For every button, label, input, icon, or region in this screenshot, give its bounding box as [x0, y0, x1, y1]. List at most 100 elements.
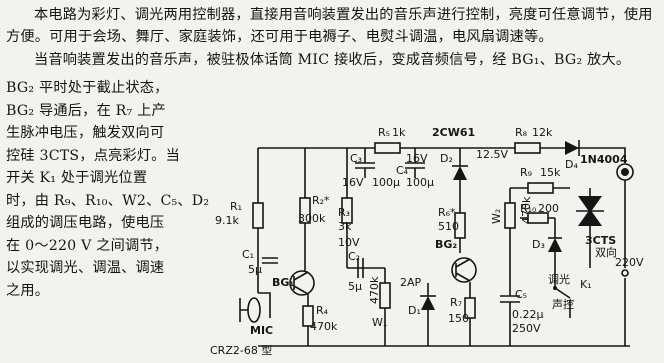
k1-contact	[553, 286, 557, 290]
tiaoguang-label: 调光	[548, 272, 570, 286]
c3-volt: 16V	[342, 176, 364, 189]
circuit-diagram: R₁ 9.1k C₁ 5μ MIC CRZ2-68 型 R₂* 300k BG₁…	[210, 126, 644, 357]
c1-label: C₁	[242, 248, 254, 261]
r5-label: R₅	[378, 126, 390, 139]
explanation-line: 时，由 R₉、R₁₀、W2、C₅、D₂	[6, 192, 210, 209]
d1-label: D₁	[408, 304, 421, 317]
r3-value: 3k	[338, 220, 352, 233]
c2-value: 5μ	[348, 280, 362, 293]
c5-volt: 250V	[512, 322, 541, 335]
r7-value: 150	[448, 312, 469, 325]
c1-value: 5μ	[248, 263, 262, 276]
r4-value: 470k	[310, 320, 338, 333]
c3-label: C₃	[350, 152, 362, 165]
mic-label: MIC	[250, 324, 273, 337]
voltage-220v-label: 220V	[615, 256, 644, 269]
diode-d1	[421, 296, 435, 310]
r1-label: R₁	[230, 200, 242, 213]
transistor-bg1	[289, 270, 315, 296]
c1-wire	[258, 292, 271, 318]
c4-volt: 16V	[406, 152, 428, 165]
capacitor-c1	[262, 257, 278, 264]
bg1-label: BG₁	[272, 276, 294, 289]
diode-2ap-label: 2AP	[400, 276, 422, 289]
r9-label: R₉	[520, 166, 532, 179]
bg1-symbol	[293, 271, 309, 295]
c4-value: 100μ	[406, 176, 434, 189]
scr-label: 3CTS	[585, 234, 616, 247]
explanation-line: BG₂ 平时处于截止状态，	[6, 80, 169, 96]
capacitor-c4	[405, 162, 425, 169]
explanation-line: 之用。	[6, 282, 50, 299]
resistor-r2	[299, 197, 311, 224]
r4-label: R₄	[316, 304, 329, 317]
r7-label: R₇	[450, 296, 462, 309]
resistor-r6	[454, 212, 466, 239]
r8-label: R₈	[515, 126, 528, 139]
r6-label: R₆*	[438, 206, 456, 219]
d2-label: D₂	[440, 152, 453, 165]
resistor-r5	[374, 142, 401, 154]
w1-value: 470k	[368, 276, 381, 304]
explanation-line: BG₂ 导通后，在 R₇ 上产	[6, 102, 166, 119]
shengkong-label: 声控	[552, 297, 574, 311]
triac-3cts	[578, 196, 602, 213]
r5-value: 1k	[392, 126, 406, 139]
k1-label: K₁	[580, 278, 592, 291]
r3-label: R₃	[338, 206, 350, 219]
scr-type-label: 双向	[595, 245, 617, 259]
w1-label: W₁	[372, 316, 387, 329]
resistor-r8	[514, 142, 541, 154]
explanation-line: 开关 K₁ 处于调光位置	[6, 170, 148, 186]
zener-diode-d2	[453, 166, 467, 180]
resistor-r1	[252, 202, 264, 229]
r2-label: R₂*	[312, 194, 330, 207]
lamp-filament	[621, 168, 629, 176]
diode-d4	[565, 141, 579, 155]
zener-type-label: 2CW61	[432, 126, 475, 139]
capacitor-c5	[500, 295, 520, 303]
r10-value: 200	[538, 202, 559, 215]
capacitor-c3	[355, 162, 375, 169]
explanation-line: 控硅 3CTS，点亮彩灯。当	[6, 147, 181, 164]
resistor-r4	[302, 305, 314, 327]
mains-terminal-top	[621, 269, 629, 277]
r2-value: 300k	[298, 212, 326, 225]
intro-paragraph: 本电路为彩灯、调光两用控制器，直接用音响装置发出的音乐声进行控制，亮度可任意调节…	[6, 7, 653, 45]
explanation-line: 生脉冲电压，触发双向可	[6, 125, 165, 141]
explanation-line: 以实现调光、调温、调速	[6, 260, 165, 276]
transistor-bg2	[451, 257, 477, 283]
resistor-r7	[464, 297, 476, 319]
voltage-12v5-label: 12.5V	[476, 148, 508, 161]
mic-model-label: CRZ2-68 型	[210, 343, 272, 357]
triac-3cts-lower	[578, 209, 602, 226]
resistor-r9	[527, 182, 554, 194]
c5-value: 0.22μ	[512, 308, 544, 321]
resistor-r10	[527, 212, 549, 224]
c4-label: C₄	[396, 164, 409, 177]
c3-value: 100μ	[372, 176, 400, 189]
explanation-line: 在 0～220 V 之间调节，	[6, 237, 169, 254]
r6-value: 510	[438, 220, 459, 233]
k1-switch[interactable]	[554, 268, 571, 318]
d3-label: D₃	[532, 238, 545, 251]
resistor-r3	[341, 197, 353, 224]
potentiometer-w1	[379, 282, 391, 309]
r8-value: 12k	[532, 126, 553, 139]
bg2-symbol	[455, 258, 471, 282]
mic-icon	[247, 297, 261, 323]
r9-value: 15k	[540, 166, 561, 179]
explanation-column: BG₂ 平时处于截止状态， BG₂ 导通后，在 R₇ 上产 生脉冲电压，触发双向…	[6, 77, 210, 302]
w2-label: W₂	[490, 209, 503, 224]
diode-d3	[548, 238, 562, 252]
lamp-wire	[610, 147, 626, 198]
potentiometer-w2	[504, 202, 516, 229]
capacitor-c2	[357, 258, 364, 278]
explanation-line: 组成的调压电路，使电压	[6, 215, 165, 231]
d4-type-label: 1N4004	[580, 153, 628, 166]
bg2-label: BG₂	[435, 238, 457, 251]
c5-label: C₅	[515, 288, 527, 301]
r1-value: 9.1k	[215, 214, 239, 227]
c2-label: C₂	[348, 250, 360, 263]
r10-label: R₁₀	[520, 202, 537, 215]
